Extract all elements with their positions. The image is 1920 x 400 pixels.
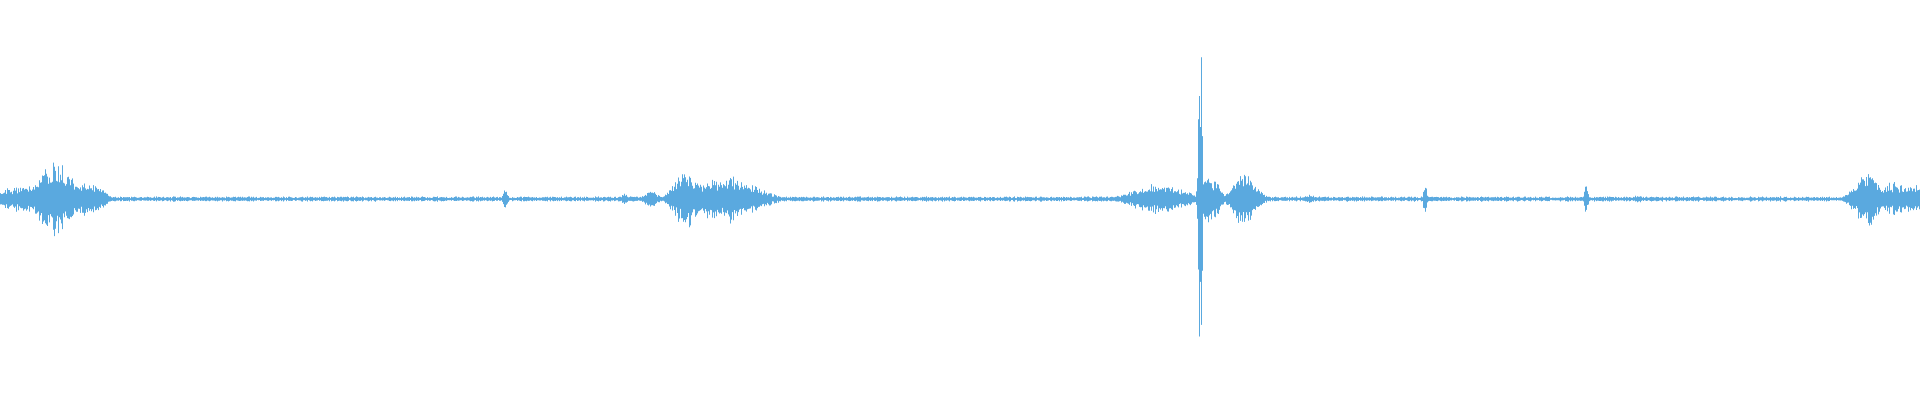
waveform-trace [0, 57, 1920, 337]
waveform-samples [0, 57, 1920, 337]
